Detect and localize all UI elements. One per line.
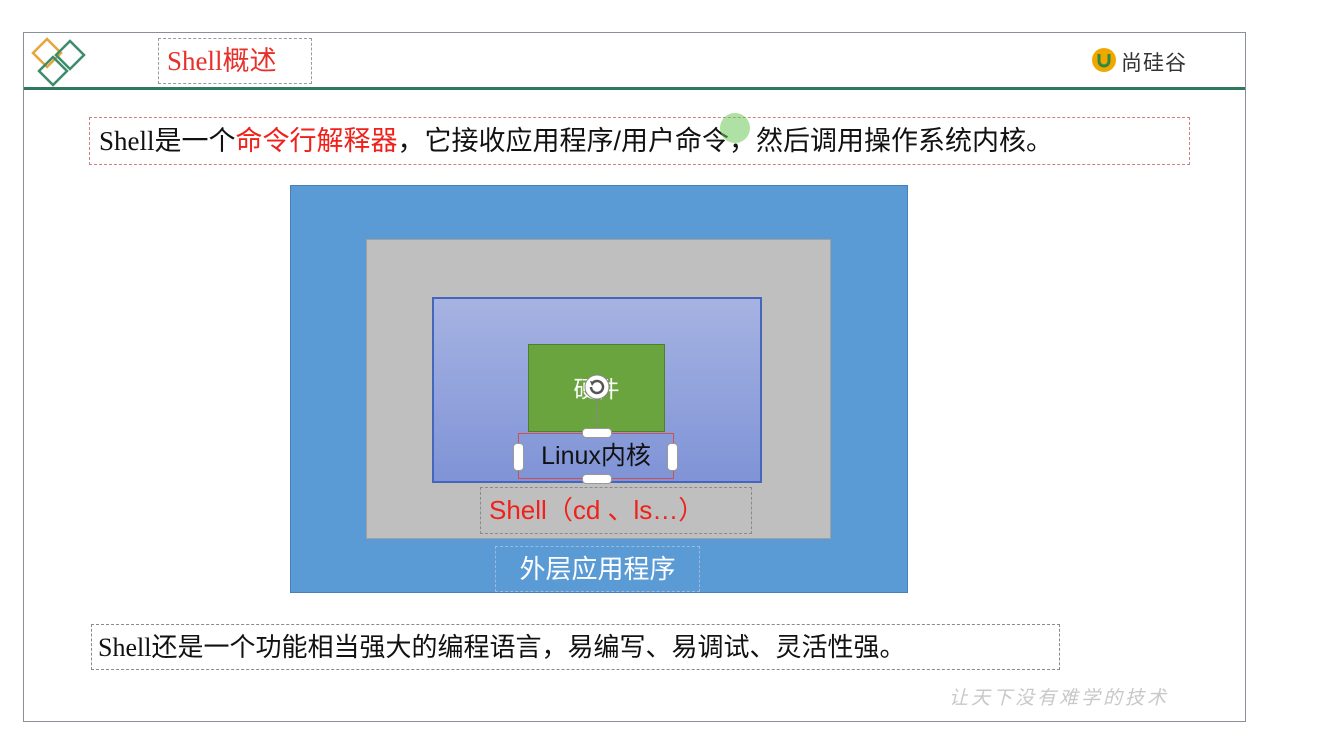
kernel-textbox[interactable]: Linux内核 bbox=[518, 433, 674, 479]
rotate-handle-line bbox=[596, 401, 597, 429]
highlight-term: 命令行解释器 bbox=[235, 126, 398, 156]
description-1: Shell是一个命令行解释器，它接收应用程序/用户命令，然后调用操作系统内核。 bbox=[89, 117, 1190, 165]
u-logo-icon bbox=[1091, 47, 1117, 78]
description-2: Shell还是一个功能相当强大的编程语言，易编写、易调试、灵活性强。 bbox=[91, 624, 1060, 670]
outer-label-box: 外层应用程序 bbox=[495, 546, 700, 592]
pointer-highlight bbox=[720, 113, 750, 143]
desc1-part1: 是一个 bbox=[154, 126, 236, 156]
resize-handle-left[interactable] bbox=[513, 443, 524, 471]
rotate-handle-icon[interactable] bbox=[583, 373, 611, 401]
shell-word-2: Shell bbox=[98, 633, 152, 662]
resize-handle-right[interactable] bbox=[667, 443, 678, 471]
slide: Shell概述 尚硅谷 Shell是一个命令行解释器，它接收应用程序/用户命令，… bbox=[23, 32, 1246, 722]
shell-label-box: Shell（cd 、ls…） bbox=[480, 487, 752, 534]
desc2-text: 还是一个功能相当强大的编程语言，易编写、易调试、灵活性强。 bbox=[151, 632, 906, 662]
shell-word: Shell bbox=[99, 126, 155, 156]
resize-handle-bottom[interactable] bbox=[582, 474, 612, 484]
resize-handle-top[interactable] bbox=[582, 428, 612, 438]
brand: 尚硅谷 bbox=[1091, 47, 1187, 77]
outer-label: 外层应用程序 bbox=[519, 554, 676, 584]
kernel-label: Linux内核 bbox=[541, 442, 651, 470]
diamond-logo-icon bbox=[30, 35, 88, 89]
watermark: 让天下没有难学的技术 bbox=[949, 687, 1170, 709]
shell-label: Shell（cd 、ls…） bbox=[489, 495, 705, 525]
brand-name: 尚硅谷 bbox=[1121, 52, 1187, 75]
header-rule bbox=[24, 87, 1245, 90]
slide-title: Shell概述 bbox=[158, 38, 312, 84]
